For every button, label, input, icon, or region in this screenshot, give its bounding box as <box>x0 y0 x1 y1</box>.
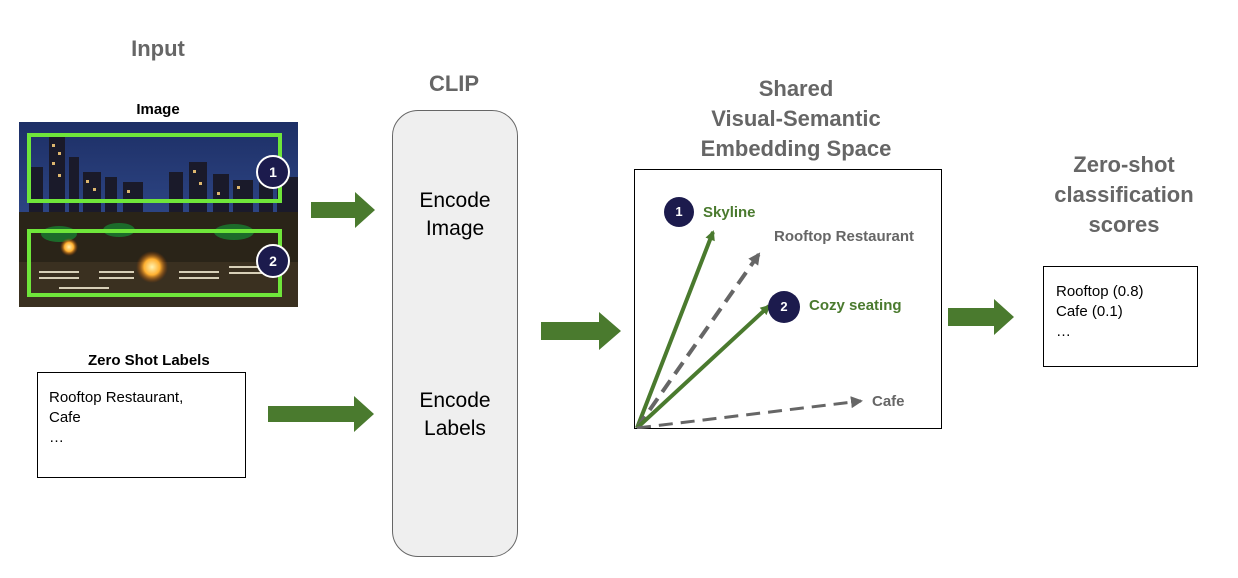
vector-label-rooftop-restaurant: Rooftop Restaurant <box>774 228 914 245</box>
clip-model-box <box>392 110 518 557</box>
encode-image-line: Encode <box>419 189 491 212</box>
vector-label-skyline: Skyline <box>703 204 756 221</box>
region-1-marker: 1 <box>256 155 290 189</box>
arrow-image-to-clip <box>311 192 375 228</box>
vector-label-cafe: Cafe <box>872 393 905 410</box>
labels-line: … <box>49 429 64 446</box>
vector-cozy-seating <box>635 304 771 429</box>
vector-marker-1: 1 <box>664 197 694 227</box>
score-line: … <box>1056 323 1071 340</box>
zero-shot-labels-title: Zero Shot Labels <box>88 352 210 369</box>
input-title: Input <box>131 36 185 61</box>
embedding-title: Shared Visual-Semantic Embedding Space <box>690 74 902 164</box>
arrow-labels-to-clip <box>268 396 374 432</box>
embedding-vectors <box>635 230 863 429</box>
scores-title: Zero-shot classification scores <box>1036 150 1212 240</box>
embedding-space-box <box>634 169 942 429</box>
embedding-title-line: Shared <box>758 76 834 101</box>
rooftop-photo-illustration <box>19 122 298 307</box>
vector-label-cozy-seating: Cozy seating <box>809 297 902 314</box>
embedding-title-line: Visual-Semantic <box>711 106 881 131</box>
encode-labels-line: Labels <box>424 417 486 440</box>
input-photo: 1 2 <box>19 122 298 307</box>
scores-title-line: classification <box>1054 182 1194 207</box>
score-line: Rooftop (0.8) <box>1056 283 1144 300</box>
region-1-highlight <box>27 133 282 203</box>
image-label: Image <box>136 101 180 118</box>
scores-title-line: Zero-shot <box>1073 152 1175 177</box>
clip-title: CLIP <box>428 71 480 96</box>
vector-rooftop-restaurant <box>635 252 761 429</box>
labels-line: Rooftop Restaurant, <box>49 389 184 406</box>
encode-image-block: Encode Image <box>392 187 518 243</box>
vector-skyline <box>635 230 715 429</box>
labels-line: Cafe <box>49 409 81 426</box>
encode-labels-block: Encode Labels <box>392 387 518 443</box>
embedding-title-line: Embedding Space <box>700 136 892 161</box>
region-2-highlight <box>27 229 282 297</box>
scores-title-line: scores <box>1088 212 1160 237</box>
encode-labels-line: Encode <box>419 389 491 412</box>
zero-shot-labels-box: Rooftop Restaurant, Cafe … <box>37 372 246 478</box>
encode-image-line: Image <box>425 217 485 240</box>
arrow-embedding-to-scores <box>948 299 1014 335</box>
region-2-marker: 2 <box>256 244 290 278</box>
vector-cafe <box>636 396 863 429</box>
vector-marker-2: 2 <box>768 291 800 323</box>
arrow-clip-to-embedding <box>541 312 621 350</box>
scores-box: Rooftop (0.8) Cafe (0.1) … <box>1043 266 1198 367</box>
score-line: Cafe (0.1) <box>1056 303 1123 320</box>
